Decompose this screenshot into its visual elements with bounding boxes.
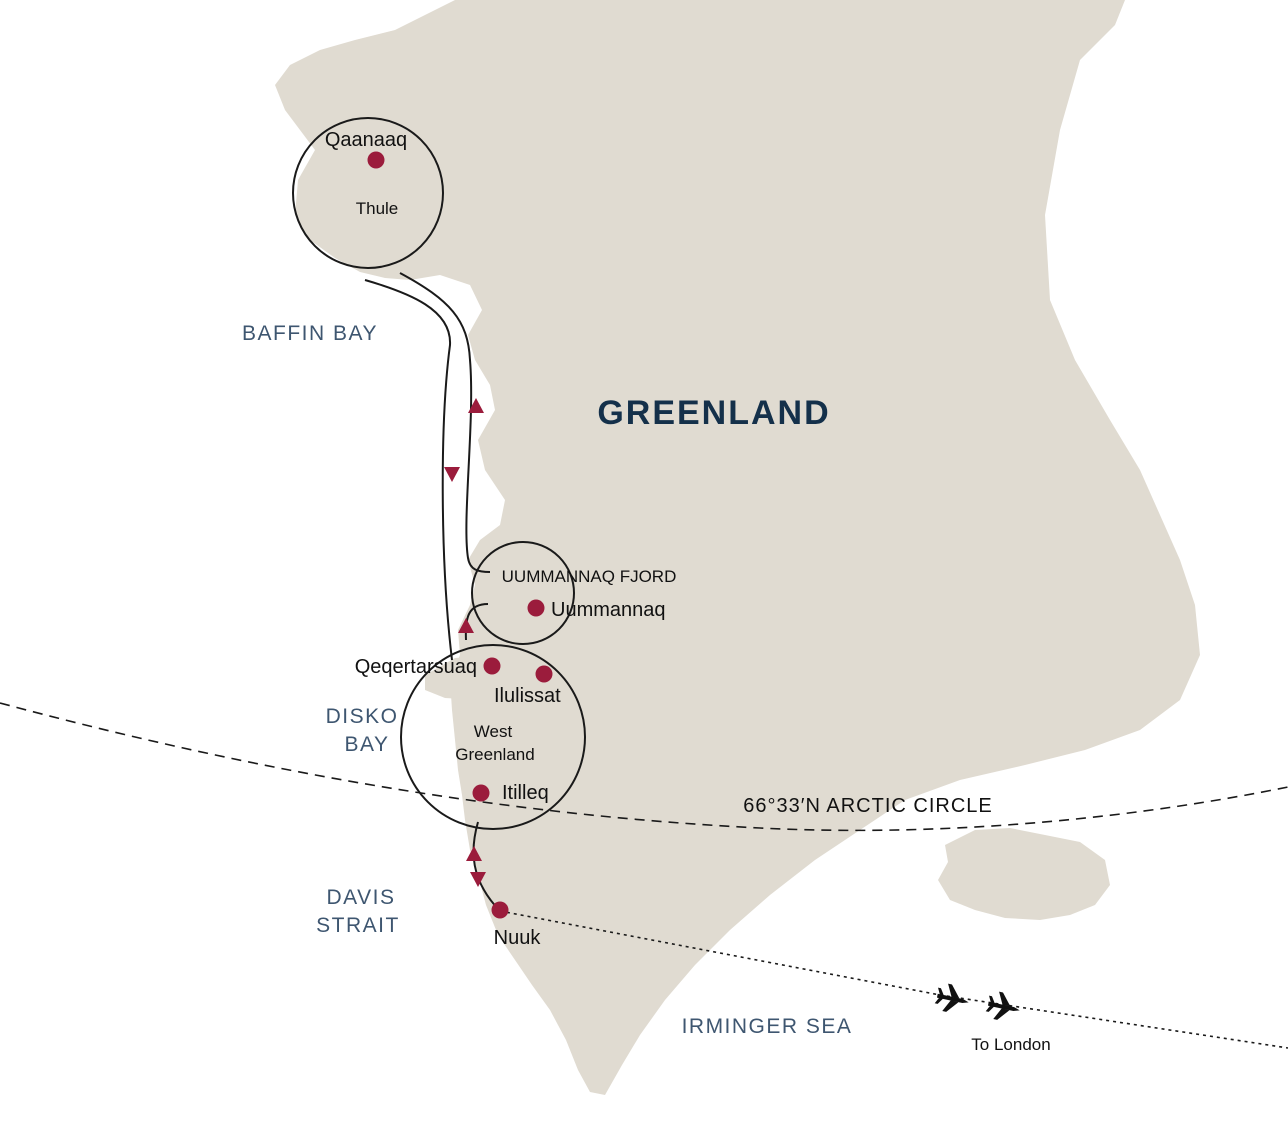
stop-marker-qaanaaq [367,151,385,169]
iceland-land [938,828,1110,920]
thule-peninsula [295,95,400,150]
place-label-itilleq: Itilleq [502,782,549,804]
thule-region-circle [292,117,444,269]
arctic-circle-label: 66°33′N ARCTIC CIRCLE [743,795,993,817]
airplane-icon [934,983,969,1012]
stop-marker-itilleq [472,784,490,802]
flight-path [499,910,1288,1049]
place-label-ilulissat: Ilulissat [494,685,561,707]
sea-label-disko-bay: DISKO [326,705,399,728]
direction-arrow-down [470,872,486,887]
voyage-route [364,272,501,912]
region-label-west-greenland: West [474,722,513,741]
sea-label-baffin-bay: BAFFIN BAY [242,322,378,345]
direction-arrow-down [444,467,460,482]
direction-arrow-up [458,618,474,633]
flight-destination-label: To London [971,1035,1050,1054]
west-greenland-circle [400,644,586,830]
region-label-thule: Thule [356,199,399,218]
stop-marker-uummannaq [527,599,545,617]
place-label-qaanaaq: Qaanaaq [325,129,407,151]
route-uummannaq-link [464,603,489,641]
sea-label-davis-strait: DAVIS [327,886,396,909]
stop-marker-qeqertarsuaq [483,657,501,675]
region-label-west-greenland: Greenland [455,745,534,764]
stop-marker-ilulissat [535,665,553,683]
uummannaq-fjord-circle [471,541,575,645]
direction-arrow-up [468,398,484,413]
arctic-circle-line [0,702,1288,832]
route-outbound [364,279,453,661]
region-label-uummannaq-fjord: UUMMANNAQ FJORD [502,567,677,586]
sea-label-davis-strait: STRAIT [316,914,400,937]
greenland-land [275,0,1200,1095]
country-label: GREENLAND [597,394,830,432]
direction-arrow-up [466,846,482,861]
place-label-qeqertarsuaq: Qeqertarsuaq [355,656,477,678]
route-nuuk-leg [472,821,501,912]
stop-marker-nuuk [491,901,509,919]
place-label-nuuk: Nuuk [494,927,542,949]
route-inbound [399,272,491,573]
sea-label-disko-bay: BAY [345,733,390,756]
sea-label-irminger-sea: IRMINGER SEA [682,1015,853,1038]
airplane-icon [985,991,1020,1020]
landmasses [275,0,1200,1095]
place-label-uummannaq: Uummannaq [551,599,666,621]
